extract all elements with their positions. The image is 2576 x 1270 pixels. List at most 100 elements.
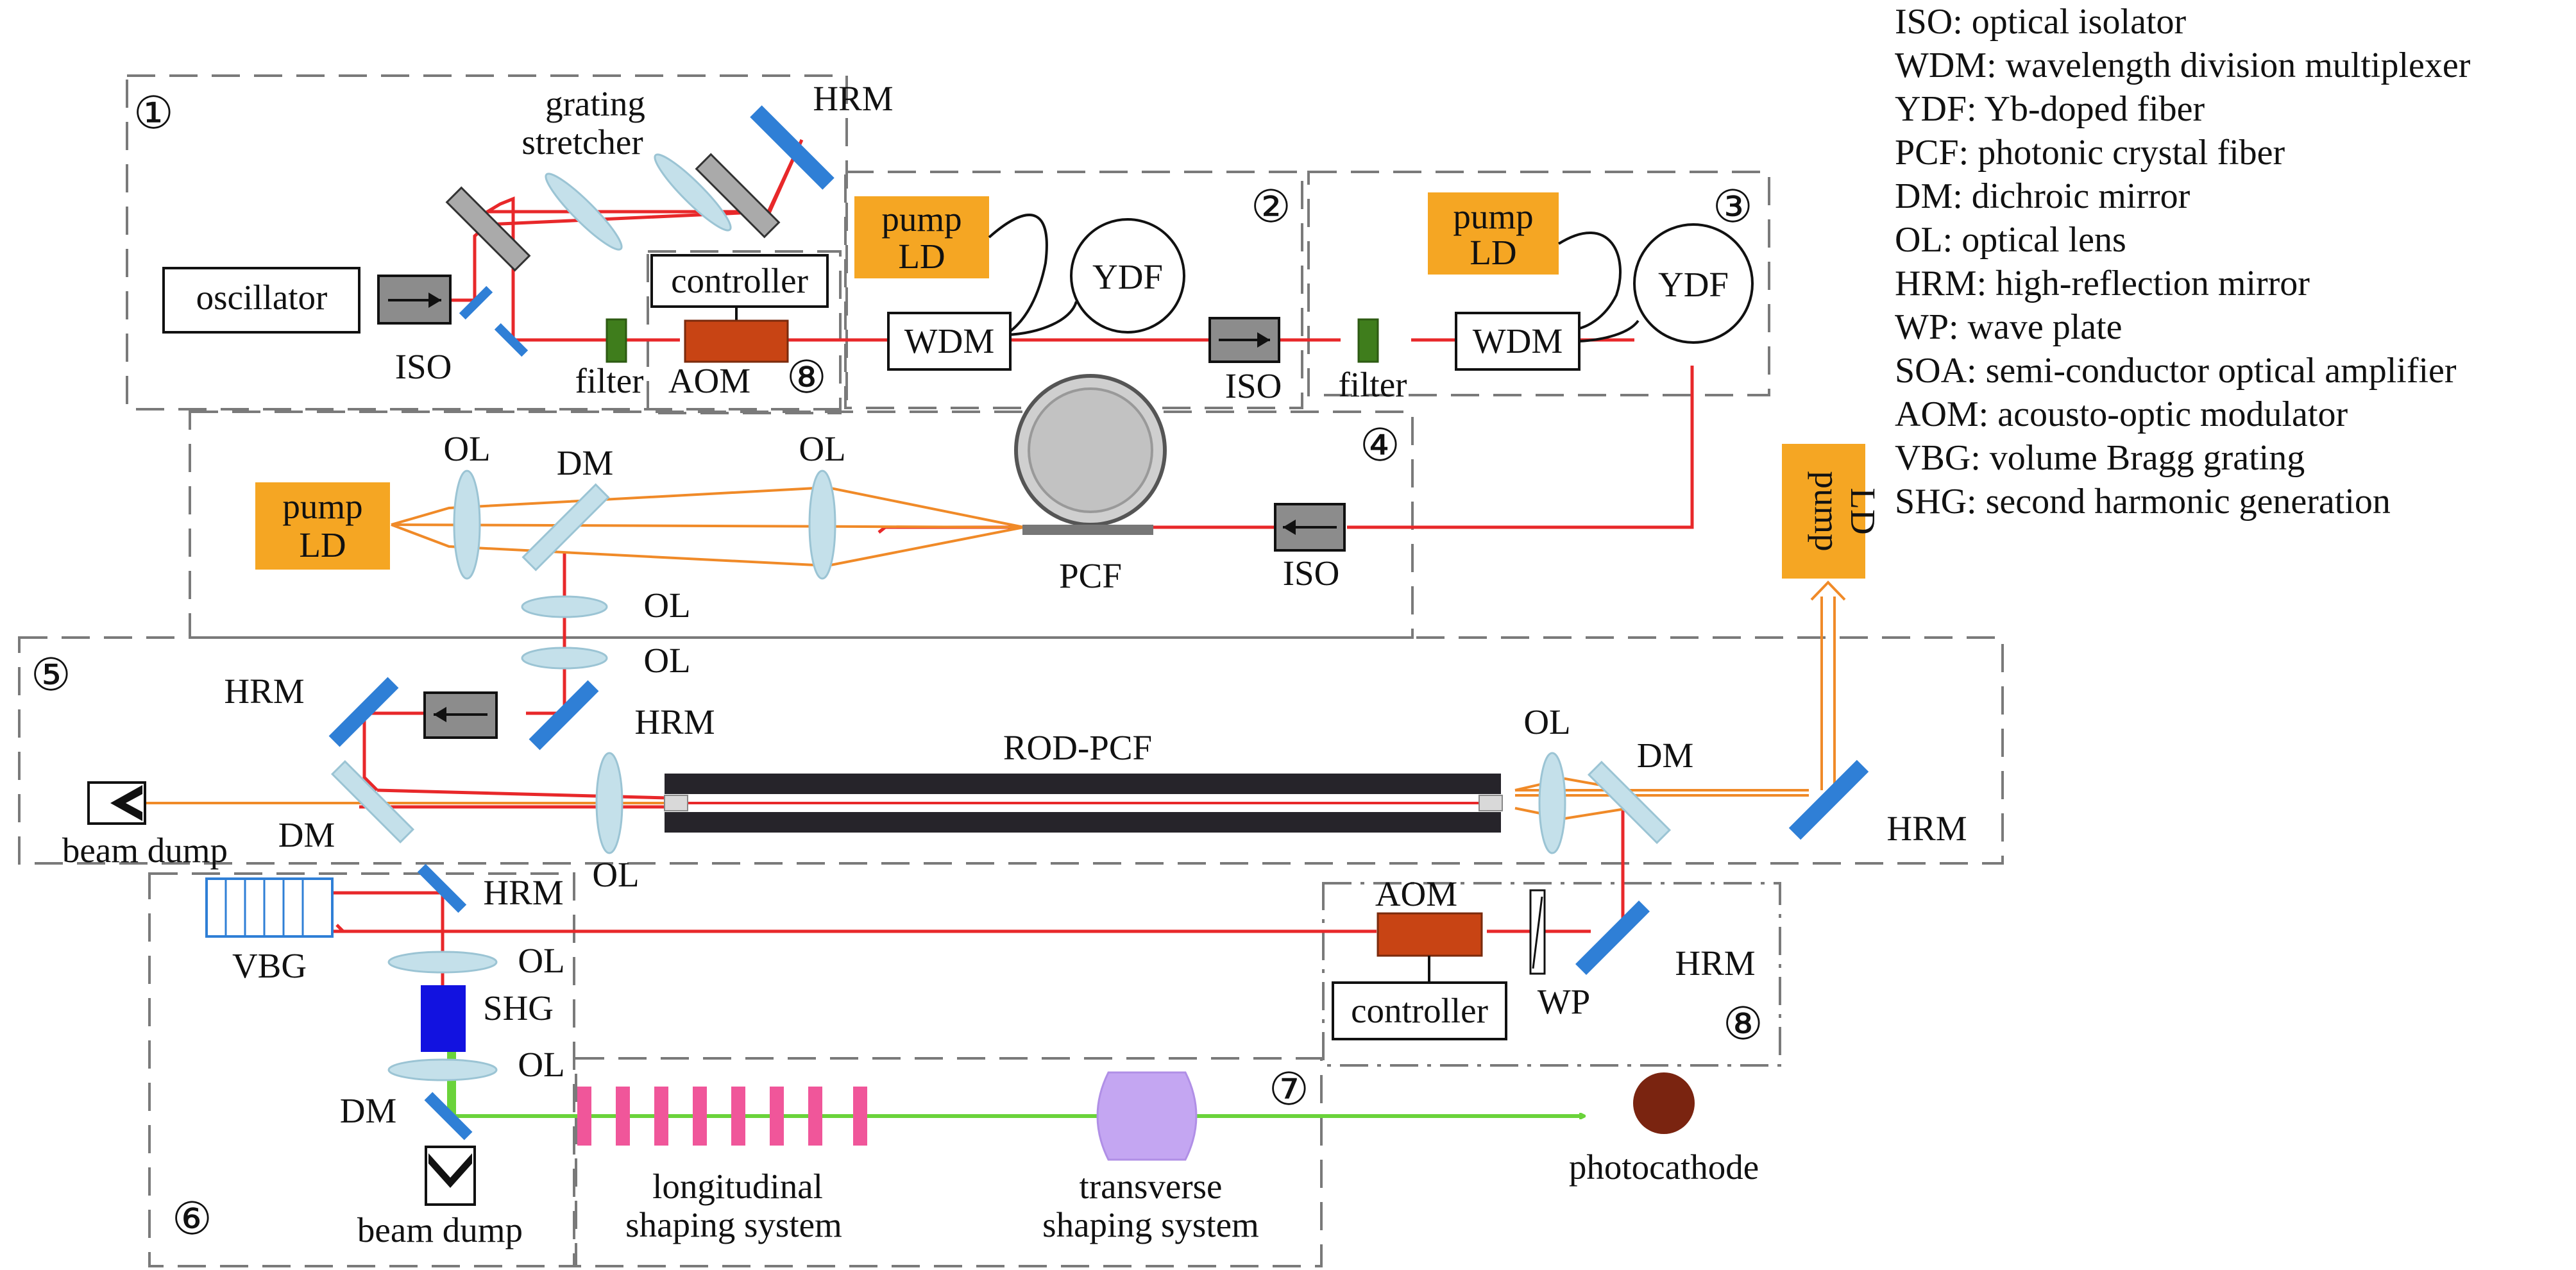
pump-ld-3-text-b: LD <box>1470 233 1516 272</box>
hrm-5c-label: HRM <box>1886 809 1967 848</box>
controller-8-label: controller <box>1351 991 1488 1030</box>
section-2: pump LD YDF WDM ISO ② <box>854 183 1291 405</box>
aom-top-label: AOM <box>668 361 750 400</box>
iso-2-label: ISO <box>1225 366 1282 405</box>
hrm-top-label: HRM <box>813 79 893 118</box>
wdm-2-box <box>887 312 1012 371</box>
grating-2 <box>695 153 781 239</box>
pump-beam-paths <box>140 486 1836 820</box>
section-1: oscillator ISO grating stretcher HRM fil… <box>133 79 894 403</box>
ol-mid-2-label: OL <box>643 641 690 680</box>
rod-pcf-right-cap <box>1479 795 1503 811</box>
legend-entry: WP: wave plate <box>1895 307 2123 347</box>
rod-pcf-upper <box>665 774 1501 794</box>
pump-ld-right: pump LD <box>1782 444 1883 601</box>
hrm-6-label: HRM <box>483 873 563 912</box>
photocathode <box>1633 1072 1695 1134</box>
pcf-stage <box>1022 525 1153 535</box>
wdm-2-label: WDM <box>904 321 995 360</box>
filter-1-label: filter <box>575 361 644 400</box>
transverse-shaping-element <box>1096 1071 1198 1161</box>
pump-ld-right-text-b: LD <box>1843 487 1883 534</box>
section-6: VBG HRM OL SHG OL DM beam dump ⑥ <box>172 863 565 1249</box>
pump-ld-4-text-b: LD <box>299 525 346 564</box>
filter-2-label: filter <box>1339 365 1407 404</box>
transverse-label-1: transverse <box>1080 1167 1223 1206</box>
section-7: longitudinal shaping system transverse s… <box>577 1065 1759 1244</box>
wp-label: WP <box>1538 982 1591 1021</box>
pump-ld-right-box <box>1782 444 1865 579</box>
ol-mid-1-lens <box>521 595 608 618</box>
ydf-2-label: YDF <box>1092 257 1163 296</box>
dm-4-label: DM <box>557 443 614 482</box>
pump-ld-2-text-b: LD <box>898 237 945 276</box>
section-3-marker: ③ <box>1713 183 1753 232</box>
legend-entry: VBG: volume Bragg grating <box>1895 438 2305 478</box>
frame-5 <box>18 636 2004 865</box>
ol-4a-lens <box>453 470 481 580</box>
dm-5b-mirror <box>1587 760 1672 845</box>
aom-top <box>684 319 789 363</box>
legend-entry: AOM: acousto-optic modulator <box>1895 394 2348 434</box>
section-6-marker: ⑥ <box>172 1195 212 1244</box>
oscillator-label: oscillator <box>196 278 328 317</box>
legend-entry: ISO: optical isolator <box>1895 2 2187 42</box>
section-7-marker: ⑦ <box>1269 1065 1309 1115</box>
pump-ld-2 <box>854 196 989 278</box>
filter-2 <box>1357 318 1379 363</box>
section-1-marker: ① <box>133 89 174 139</box>
beam-dump-5-label: beam dump <box>62 831 228 870</box>
aom-8 <box>1377 912 1483 957</box>
grating-label-2: stretcher <box>521 123 643 162</box>
frame-7 <box>575 1057 1323 1267</box>
rod-pcf-left-cap <box>664 795 688 811</box>
dm-5a-mirror <box>330 759 415 844</box>
section-4-marker: ④ <box>1360 421 1400 471</box>
section-8-top-marker: ⑧ <box>786 353 827 403</box>
section-5-marker: ⑤ <box>31 651 71 700</box>
section-frames <box>18 74 2004 1267</box>
dm-5a-label: DM <box>278 815 335 854</box>
longitudinal-shaping-pulses <box>577 1087 867 1146</box>
aom-8-label: AOM <box>1375 874 1457 913</box>
beam-dump-6 <box>425 1146 476 1206</box>
legend-entry: YDF: Yb-doped fiber <box>1895 89 2205 129</box>
grating-1 <box>445 186 531 272</box>
hrm-5c-mirror <box>1788 759 1869 840</box>
controller-top-box <box>650 254 829 308</box>
ydf-3-label: YDF <box>1658 265 1729 304</box>
stretcher-lens-1 <box>545 173 623 251</box>
ol-5b-label: OL <box>1523 702 1570 741</box>
small-mirror-2 <box>494 323 529 357</box>
pcf-coil-inner <box>1028 387 1153 513</box>
legend-entry: OL: optical lens <box>1895 220 2126 260</box>
longitudinal-label-1: longitudinal <box>652 1167 823 1206</box>
pcf-label: PCF <box>1059 556 1122 595</box>
ol-6b-label: OL <box>518 1045 564 1084</box>
section-3: filter pump LD YDF WDM ③ <box>1339 183 1754 404</box>
photocathode-label: photocathode <box>1569 1147 1759 1187</box>
hrm-5a-label: HRM <box>224 672 304 711</box>
rod-pcf-lower <box>665 812 1501 833</box>
vbg-grating <box>205 877 334 938</box>
legend-entry: DM: dichroic mirror <box>1895 176 2190 216</box>
dm-4-mirror <box>521 483 610 572</box>
vbg-label: VBG <box>232 946 307 985</box>
section-5: ⑤ HRM HRM beam dump DM OL ROD-PCF OL DM … <box>31 651 1967 894</box>
ydf-3-coil <box>1633 223 1754 344</box>
pump-ld-right-text-a: pump <box>1808 471 1847 551</box>
ol-4b-label: OL <box>799 429 845 468</box>
grating-label-1: grating <box>545 84 645 123</box>
frame-6 <box>148 872 575 1267</box>
transverse-label-2: shaping system <box>1042 1205 1259 1244</box>
hrm-5b-mirror <box>529 680 599 750</box>
frame-1 <box>126 74 848 411</box>
hrm-6-mirror <box>417 863 467 913</box>
dm-6-label: DM <box>340 1091 397 1130</box>
ol-5a-lens <box>595 752 623 854</box>
ol-4a-label: OL <box>443 429 490 468</box>
pump-ld-3-text-a: pump <box>1453 197 1533 236</box>
beam-dump-6-label: beam dump <box>357 1210 523 1249</box>
frame-2 <box>844 171 1303 409</box>
